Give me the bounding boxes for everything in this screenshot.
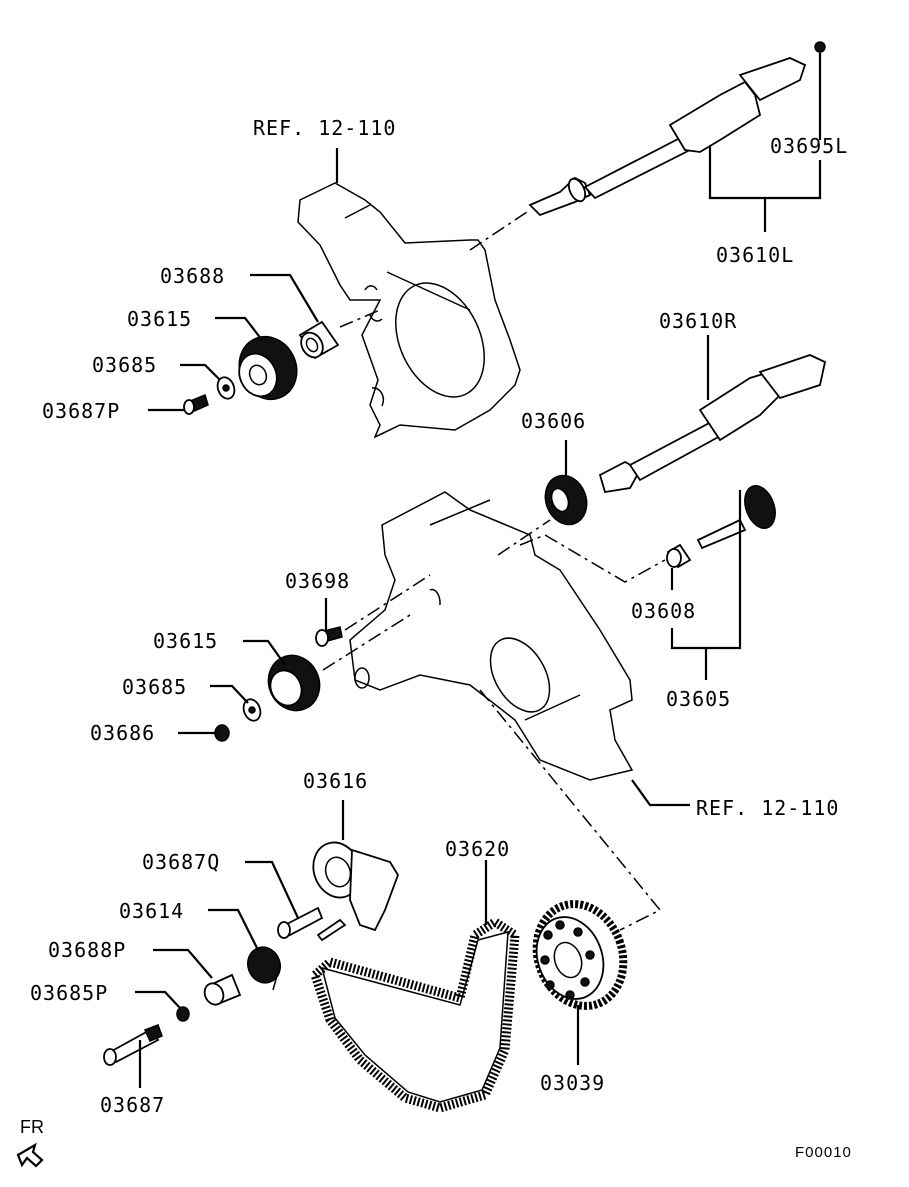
- part-label-03687Q[interactable]: 03687Q: [142, 850, 220, 874]
- bolt-03687: [103, 1024, 163, 1066]
- leader-03688P: [153, 948, 213, 979]
- spring-03614: [247, 946, 281, 991]
- part-label-03608[interactable]: 03608: [631, 599, 696, 623]
- bushing-03688: [298, 320, 340, 360]
- centerline: [469, 209, 531, 251]
- part-label-03605[interactable]: 03605: [666, 687, 731, 711]
- part-label-03610R[interactable]: 03610R: [659, 309, 737, 333]
- shaft-03610R: [598, 354, 827, 494]
- part-label-03695L[interactable]: 03695L: [770, 134, 848, 158]
- ref-label-upper: REF. 12-110: [253, 116, 396, 140]
- part-label-03615-lower[interactable]: 03615: [153, 629, 218, 653]
- part-label-03685P[interactable]: 03685P: [30, 981, 108, 1005]
- part-label-03614[interactable]: 03614: [119, 899, 184, 923]
- part-label-03687[interactable]: 03687: [100, 1093, 165, 1117]
- washer-03685-upper: [216, 376, 236, 400]
- bracket-03605: [670, 490, 742, 680]
- bolt-03698: [315, 626, 343, 647]
- bolt-03687P: [183, 393, 209, 415]
- shaft-03610L: [528, 57, 807, 217]
- lower-front-case: [349, 491, 634, 781]
- ref-lower-leader: [631, 779, 690, 807]
- part-label-03610L[interactable]: 03610L: [716, 243, 794, 267]
- leader-03614: [208, 908, 259, 951]
- centerline: [322, 614, 411, 671]
- crank-sprocket-03039: [532, 900, 628, 1010]
- gear-03606: [544, 474, 588, 526]
- nut-03686: [214, 724, 230, 742]
- bolt-03695L: [814, 41, 826, 53]
- washer-03685P: [176, 1006, 190, 1022]
- centerline: [339, 309, 381, 328]
- part-label-03615-upper[interactable]: 03615: [127, 307, 192, 331]
- washer-03685-lower: [242, 698, 262, 722]
- tensioner-pulley-03616: [312, 841, 399, 942]
- centerline: [519, 534, 666, 583]
- leader-03615-lower: [243, 639, 286, 666]
- bolt-03687Q: [277, 906, 324, 939]
- part-label-03616[interactable]: 03616: [303, 769, 368, 793]
- leader-03685-upper: [180, 363, 221, 381]
- gear-shaft-03605: [696, 485, 776, 550]
- timing-belt-03620: [309, 916, 520, 1113]
- bushing-03608: [666, 543, 692, 569]
- centerline: [344, 574, 431, 631]
- part-label-03606[interactable]: 03606: [521, 409, 586, 433]
- part-label-03039[interactable]: 03039: [540, 1071, 605, 1095]
- sprocket-03615-lower: [267, 654, 321, 712]
- leader-03615-upper: [215, 316, 263, 341]
- part-label-03698[interactable]: 03698: [285, 569, 350, 593]
- bracket-03610L: [708, 53, 822, 232]
- front-direction-arrow-icon: [16, 1142, 44, 1168]
- front-direction-label: FR: [20, 1117, 44, 1137]
- centerline: [479, 689, 662, 931]
- figure-code: F00010: [795, 1144, 852, 1161]
- centerline: [497, 519, 551, 556]
- part-label-03685-lower[interactable]: 03685: [122, 675, 187, 699]
- part-label-03685-upper[interactable]: 03685: [92, 353, 157, 377]
- part-label-03688[interactable]: 03688: [160, 264, 225, 288]
- ref-label-lower: REF. 12-110: [696, 796, 839, 820]
- part-label-03620[interactable]: 03620: [445, 837, 510, 861]
- leader-03685P: [135, 990, 181, 1009]
- part-label-03686[interactable]: 03686: [90, 721, 155, 745]
- bushing-03688P: [203, 973, 242, 1006]
- leader-03688: [250, 273, 319, 323]
- upper-oil-pump-housing: [297, 182, 521, 439]
- part-label-03688P[interactable]: 03688P: [48, 938, 126, 962]
- sprocket-03615-upper: [238, 335, 298, 401]
- leader-03687Q: [245, 860, 299, 919]
- leader-03685-lower: [210, 684, 249, 704]
- part-label-03687P[interactable]: 03687P: [42, 399, 120, 423]
